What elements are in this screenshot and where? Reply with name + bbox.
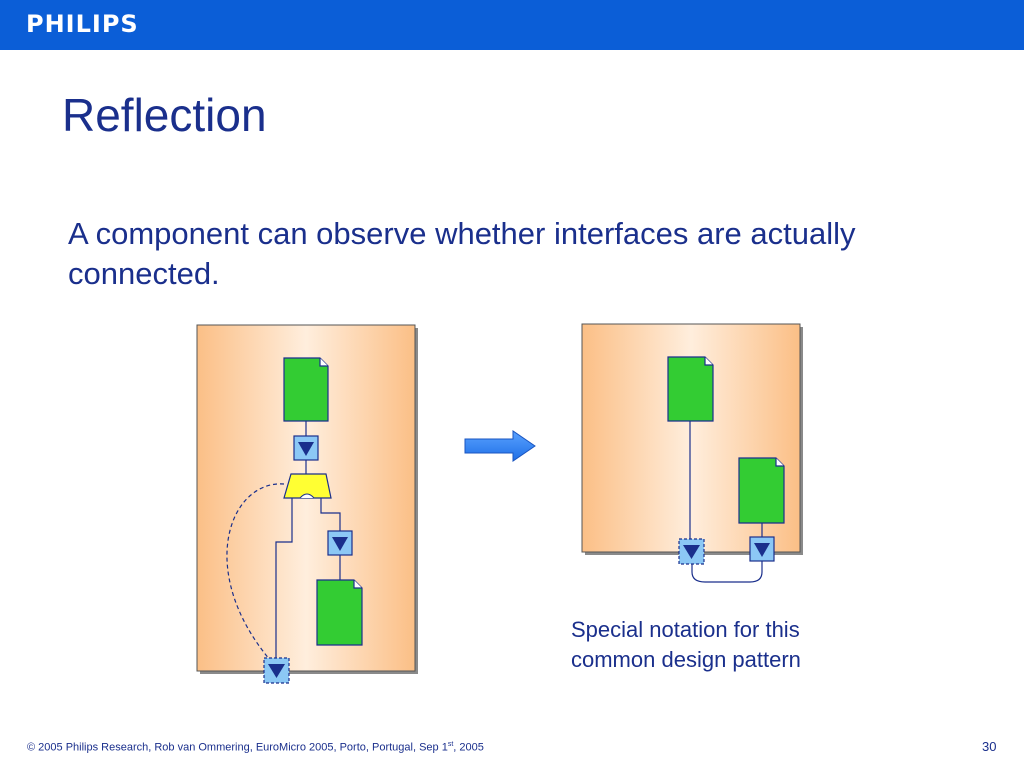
right-component-icon-1	[667, 356, 714, 422]
page-number: 30	[982, 739, 997, 754]
interface-icon-2	[327, 530, 353, 556]
footer-text-main: © 2005 Philips Research, Rob van Ommerin…	[27, 741, 448, 754]
left-wires	[226, 421, 341, 661]
bottom-component-icon	[316, 579, 363, 646]
right-reflection-interface-icon	[678, 538, 705, 565]
switch-connector-icon	[283, 473, 332, 499]
header-bar: PHILIPS	[0, 0, 1024, 50]
reflection-interface-icon	[263, 657, 290, 684]
slide-body-text: A component can observe whether interfac…	[68, 216, 856, 291]
top-component-icon	[283, 357, 329, 422]
right-wires	[689, 421, 763, 583]
slide-title: Reflection	[62, 89, 267, 141]
right-interface-icon	[749, 536, 775, 562]
right-component-icon-2	[738, 457, 785, 524]
philips-logo: PHILIPS	[26, 10, 139, 38]
footer-text: © 2005 Philips Research, Rob van Ommerin…	[27, 741, 484, 754]
interface-icon-1	[293, 435, 319, 461]
transformation-arrow-icon	[464, 430, 536, 462]
diagram-caption: Special notation for this common design …	[571, 617, 801, 672]
footer-text-end: , 2005	[453, 741, 484, 754]
footer-text-sup: st	[447, 741, 454, 748]
